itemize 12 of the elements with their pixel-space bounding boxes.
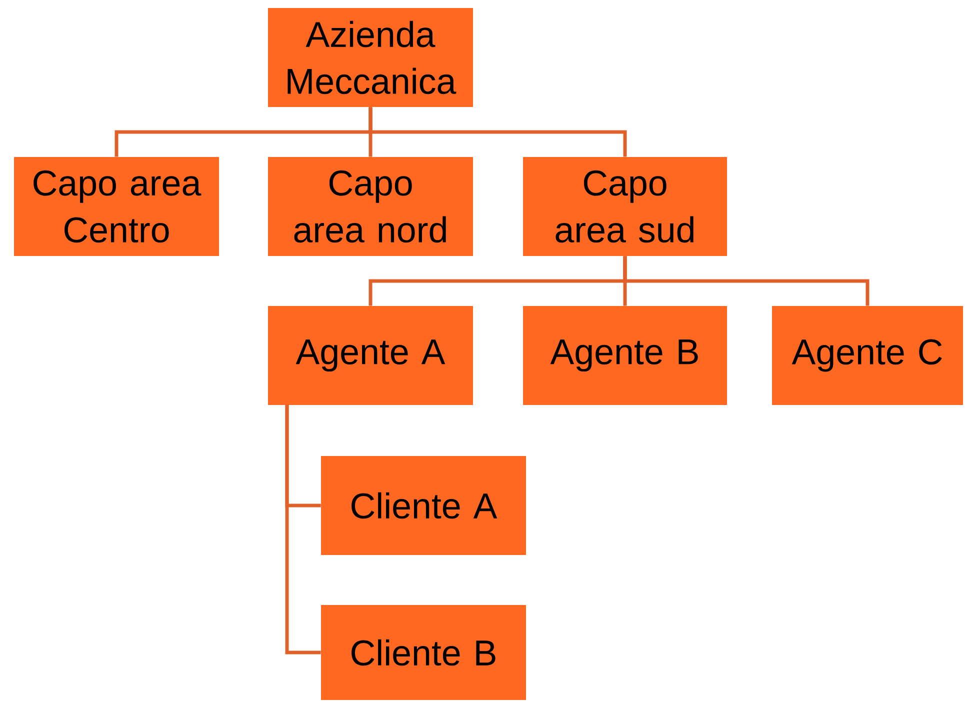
connector-line	[368, 107, 627, 157]
org-box: Agente B	[523, 306, 727, 405]
org-box: Capo area nord	[268, 157, 473, 256]
org-box: Azienda Meccanica	[268, 8, 473, 107]
connector-line	[285, 405, 321, 654]
connector-line	[623, 256, 870, 306]
org-box: Capo area sud	[523, 157, 727, 256]
org-box: Capo area Centro	[14, 157, 219, 256]
org-box: Agente C	[772, 306, 963, 405]
org-box: Cliente B	[321, 605, 526, 700]
org-box: Agente A	[268, 306, 473, 405]
org-box: Cliente A	[321, 456, 526, 555]
